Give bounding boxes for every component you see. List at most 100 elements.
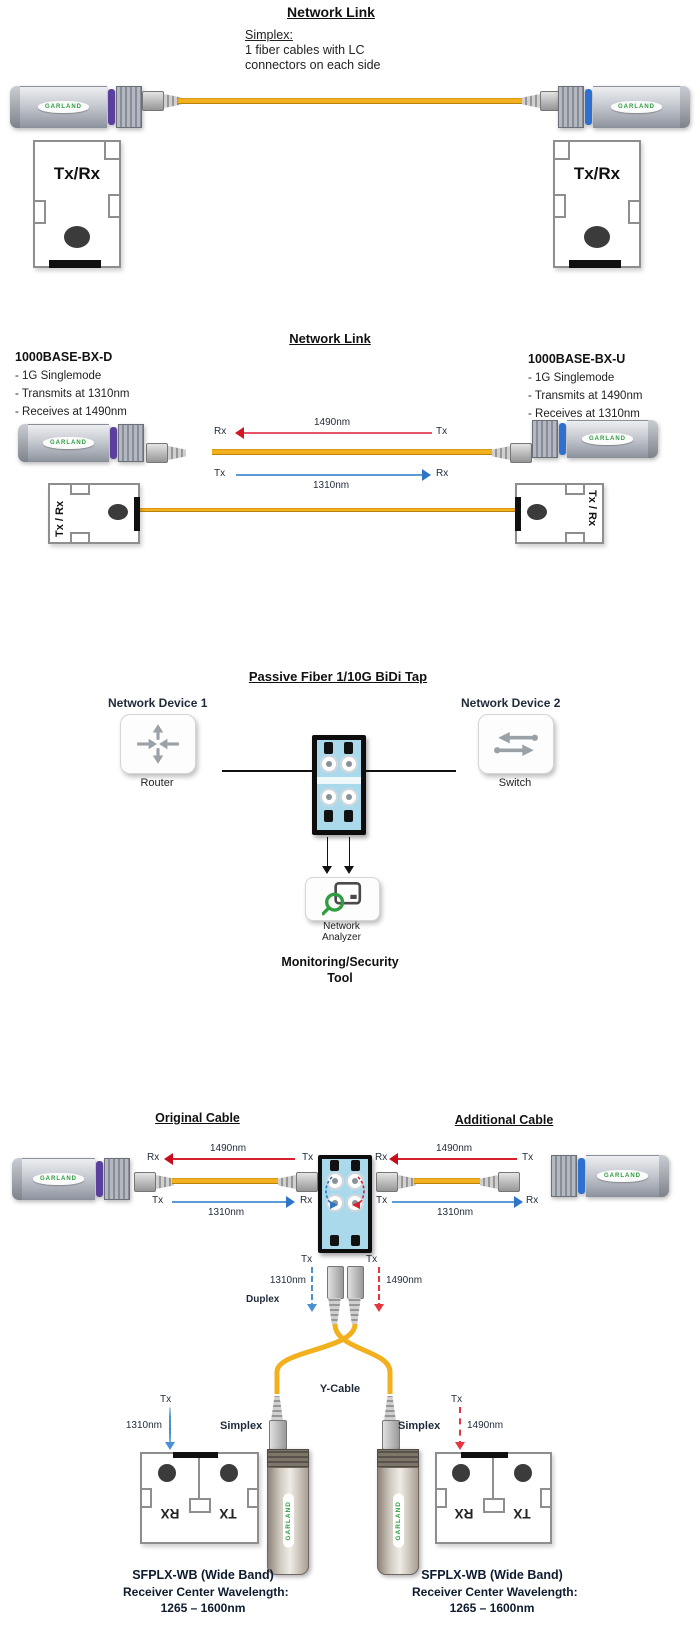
tx-port-label: TX bbox=[513, 1506, 531, 1521]
simplex-note-heading: Simplex: bbox=[245, 28, 293, 42]
spec-bullet: Transmits at 1490nm bbox=[528, 387, 700, 405]
wavelength-1490-arrow-left bbox=[164, 1153, 295, 1165]
garland-logo: GARLAND bbox=[597, 1170, 648, 1182]
bidi-tap-4port bbox=[318, 1155, 372, 1253]
sfp-body: GARLAND bbox=[28, 424, 109, 462]
monitoring-tool-label-line2: Tool bbox=[327, 971, 353, 985]
tap-faceplate bbox=[317, 740, 361, 830]
network-device-1-label: Network Device 1 bbox=[108, 696, 208, 710]
lc-connector bbox=[492, 443, 532, 463]
sfp-body: GARLAND bbox=[593, 86, 680, 128]
fiber-port-hole bbox=[108, 504, 128, 520]
tap-port bbox=[346, 1172, 364, 1190]
sfp-port bbox=[551, 1155, 577, 1197]
monitor-feed-arrow-left bbox=[322, 837, 332, 874]
simplex-note-line1: 1 fiber cables with LC bbox=[245, 43, 365, 57]
wavelength-label: 1490nm bbox=[467, 1420, 504, 1431]
bidi-tap bbox=[312, 735, 366, 835]
sfp-port bbox=[377, 1449, 419, 1467]
notch bbox=[104, 140, 121, 160]
original-cable-title: Original Cable bbox=[155, 1111, 240, 1125]
y-cable bbox=[274, 1324, 393, 1394]
device-port-plate-left: Tx/Rx bbox=[33, 140, 121, 268]
garland-logo: GARLAND bbox=[33, 1173, 84, 1185]
lc-boot bbox=[384, 1396, 396, 1420]
rx-port-label: RX bbox=[160, 1506, 180, 1521]
switch-glyph bbox=[494, 731, 538, 757]
wavelength-1310-arrow-left bbox=[172, 1196, 295, 1208]
caption-line: Receiver Center Wavelength: bbox=[123, 1585, 289, 1599]
lc-boot bbox=[398, 1175, 416, 1189]
lc-boot bbox=[492, 446, 510, 460]
y-cable-label: Y-Cable bbox=[319, 1383, 361, 1395]
lc-plug bbox=[376, 1172, 398, 1192]
spec-1000base-bx-u: 1000BASE-BX-U 1G Singlemode Transmits at… bbox=[528, 352, 700, 423]
tx-label: Tx bbox=[152, 1195, 164, 1206]
analyzer-glyph bbox=[321, 881, 361, 916]
notch bbox=[540, 1488, 552, 1508]
garland-logo: GARLAND bbox=[611, 101, 662, 113]
sfp-tail bbox=[680, 86, 690, 128]
sfp-transceiver-bxu: GARLAND bbox=[551, 1155, 669, 1197]
fiber-cable bbox=[172, 1178, 278, 1184]
port-slot bbox=[569, 260, 621, 268]
simplex-note-line2: connectors on each side bbox=[245, 58, 381, 72]
txrx-label: Tx / Rx bbox=[586, 490, 598, 527]
duplex-plug bbox=[347, 1266, 364, 1299]
lc-tab bbox=[324, 742, 333, 754]
lc-connector bbox=[134, 1172, 174, 1192]
notch bbox=[140, 1488, 152, 1508]
sfp-transceiver-bxd: GARLAND bbox=[12, 1158, 130, 1200]
notch bbox=[553, 194, 566, 218]
lc-tab bbox=[344, 810, 353, 822]
tx-label: Tx bbox=[160, 1394, 172, 1405]
port-slot bbox=[173, 1452, 218, 1458]
lc-boot bbox=[164, 94, 182, 108]
tap-port bbox=[320, 788, 338, 806]
branch-1310-arrow bbox=[165, 1407, 175, 1450]
lc-tab bbox=[324, 810, 333, 822]
fiber-port-hole bbox=[64, 226, 90, 248]
sfp-port bbox=[118, 424, 144, 462]
monitor-1490-arrow bbox=[374, 1267, 384, 1312]
tx-label: Tx bbox=[301, 1254, 313, 1265]
lc-plug bbox=[510, 443, 532, 463]
notch bbox=[553, 140, 570, 160]
rx-label: Rx bbox=[214, 426, 227, 437]
router-glyph bbox=[137, 724, 179, 764]
notch bbox=[70, 532, 90, 544]
caption-line: 1265 – 1600nm bbox=[160, 1601, 246, 1615]
sfp-port bbox=[116, 86, 142, 128]
section2-title: Network Link bbox=[289, 331, 371, 346]
sfp-tail bbox=[12, 1158, 22, 1200]
sfp-wb-transceiver-left: GARLAND bbox=[267, 1449, 309, 1575]
spec-heading: 1000BASE-BX-D bbox=[15, 350, 113, 364]
sfp-tail bbox=[18, 424, 28, 462]
sfp-tail bbox=[659, 1155, 669, 1197]
fiber-cable bbox=[212, 449, 492, 455]
device-port-plate-left: Tx / Rx bbox=[48, 483, 140, 544]
duplex-boot bbox=[348, 1298, 361, 1324]
device-port-plate-right: Tx / Rx bbox=[515, 483, 604, 544]
sfplx-wb-caption-right: SFPLX-WB (Wide Band) Receiver Center Wav… bbox=[412, 1567, 578, 1616]
tx-label: Tx bbox=[376, 1195, 388, 1206]
divider bbox=[198, 1458, 200, 1500]
spec-bullet: 1G Singlemode bbox=[528, 369, 700, 387]
wavelength-1310-arrow bbox=[236, 469, 431, 481]
sfp-port bbox=[532, 420, 558, 458]
rx-label: Rx bbox=[375, 1152, 388, 1163]
spec-bullet: 1G Singlemode bbox=[15, 367, 195, 385]
sfp-body: GARLAND bbox=[567, 420, 648, 458]
router-caption: Router bbox=[140, 777, 174, 789]
fiber-link-line bbox=[114, 508, 535, 512]
sfp-latch bbox=[110, 427, 117, 459]
lc-plug bbox=[142, 91, 164, 111]
port-slot bbox=[134, 497, 140, 531]
lc-plug bbox=[296, 1172, 318, 1192]
lc-plug bbox=[146, 443, 168, 463]
caption-line: Receiver Center Wavelength: bbox=[412, 1585, 578, 1599]
sfplx-wb-caption-left: SFPLX-WB (Wide Band) Receiver Center Wav… bbox=[123, 1567, 289, 1616]
garland-logo: GARLAND bbox=[38, 101, 89, 113]
caption-line: SFPLX-WB (Wide Band) bbox=[421, 1568, 563, 1582]
notch bbox=[483, 1498, 505, 1513]
